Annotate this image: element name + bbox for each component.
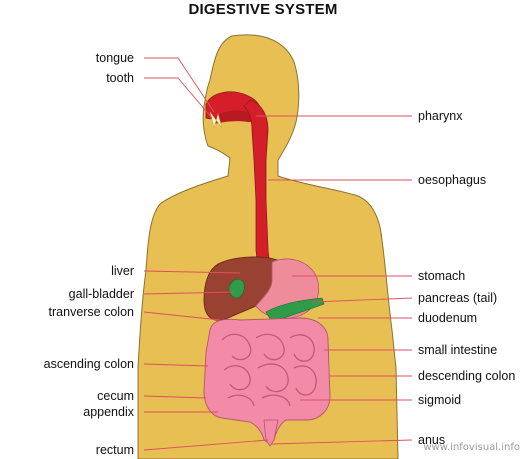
label-ascending-colon: ascending colon [43, 357, 134, 371]
label-tongue: tongue [95, 51, 134, 65]
diagram-title: DIGESTIVE SYSTEM [188, 1, 338, 18]
label-rectum: rectum [95, 443, 134, 457]
gall-bladder-shape [228, 278, 245, 299]
label-tranverse-colon: tranverse colon [48, 305, 134, 319]
label-tooth: tooth [106, 71, 134, 85]
label-pancreas-tail: pancreas (tail) [418, 291, 498, 305]
teeth [209, 111, 223, 130]
large-intestine-shape [203, 317, 331, 445]
label-oesophagus: oesophagus [418, 173, 487, 187]
label-small-intestine: small intestine [418, 343, 498, 357]
label-duodenum: duodenum [418, 311, 478, 325]
label-sigmoid: sigmoid [418, 393, 462, 407]
label-appendix: appendix [83, 405, 134, 419]
label-anus: anus [418, 433, 446, 447]
rectum-shape [263, 419, 279, 447]
label-pharynx: pharynx [418, 109, 463, 123]
label-descending-colon: descending colon [418, 369, 516, 383]
label-liver: liver [111, 264, 134, 278]
label-cecum: cecum [97, 389, 134, 403]
label-gall-bladder: gall-bladder [68, 287, 134, 301]
leader-lines-left [143, 57, 269, 451]
watermark: www.infovisual.info [423, 442, 520, 453]
leader-lines-right [256, 115, 413, 445]
label-stomach: stomach [418, 269, 466, 283]
tongue-shape [214, 110, 255, 124]
small-intestine-coils [221, 333, 317, 407]
